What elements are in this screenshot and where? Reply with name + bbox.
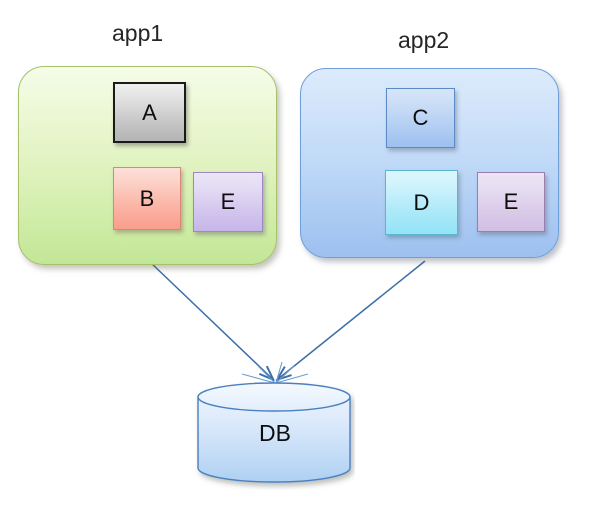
- app2-label: app2: [398, 27, 450, 53]
- connector-app1-to-db: [149, 261, 276, 384]
- component-d[interactable]: D: [385, 170, 458, 235]
- component-b[interactable]: B: [113, 167, 181, 230]
- component-a-label: A: [142, 99, 157, 125]
- component-e-app2[interactable]: E: [477, 172, 545, 232]
- component-c-label: C: [412, 105, 429, 130]
- app1-label: app1: [112, 20, 164, 46]
- component-d-label: D: [413, 189, 430, 215]
- component-c[interactable]: C: [386, 88, 455, 148]
- component-b-label: B: [139, 185, 155, 211]
- database-label: DB: [259, 420, 291, 446]
- component-a[interactable]: A: [113, 82, 186, 143]
- component-e-app1[interactable]: E: [193, 172, 263, 232]
- connector-app2-to-db: [276, 260, 426, 384]
- component-e-app2-label: E: [503, 189, 519, 214]
- component-e-app1-label: E: [220, 189, 236, 214]
- database-cylinder[interactable]: [195, 382, 355, 490]
